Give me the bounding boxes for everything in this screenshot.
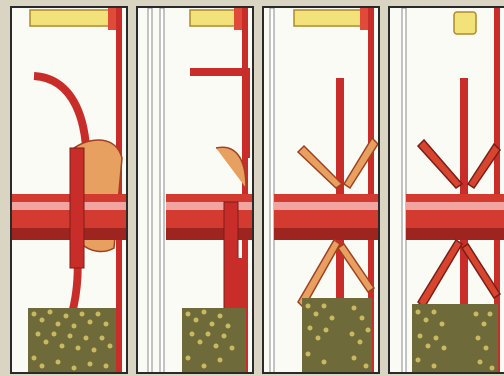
guide-line bbox=[270, 8, 274, 374]
soil bbox=[28, 308, 116, 374]
rotor-shadow bbox=[274, 228, 380, 240]
panel-3-drawing bbox=[264, 8, 380, 374]
rotor-highlight bbox=[274, 202, 380, 210]
l-blade-side bbox=[216, 147, 246, 188]
l-blade-top bbox=[190, 72, 246, 158]
panel-4-drawing bbox=[390, 8, 504, 374]
rotor-shadow bbox=[406, 228, 504, 240]
guide-line-b bbox=[160, 8, 164, 374]
soil bbox=[182, 308, 246, 374]
rotor-shadow bbox=[166, 228, 254, 240]
rotor-highlight bbox=[166, 202, 254, 210]
guide-line-a bbox=[148, 8, 152, 374]
soil bbox=[302, 298, 372, 374]
panel-star-spikes-rear bbox=[388, 6, 504, 374]
guide-line bbox=[402, 8, 406, 374]
frame-bar-edge bbox=[360, 8, 368, 30]
frame-bar-edge bbox=[234, 8, 242, 30]
hub-flange bbox=[70, 148, 84, 268]
soil bbox=[412, 304, 498, 374]
spike-lower bbox=[298, 240, 340, 308]
panel-curved-tines bbox=[10, 6, 128, 374]
frame-block bbox=[454, 12, 476, 34]
panel-l-shaped-blades bbox=[136, 6, 254, 374]
frame-bar-edge bbox=[108, 8, 116, 30]
panel-1-drawing bbox=[12, 8, 128, 374]
panel-star-spikes bbox=[262, 6, 380, 374]
spike-upper-left bbox=[418, 140, 462, 188]
spike-upper bbox=[298, 146, 342, 188]
frame-bar bbox=[30, 10, 120, 26]
spike-lower-left bbox=[418, 240, 462, 308]
rotor-highlight bbox=[406, 202, 504, 210]
panel-2-drawing bbox=[138, 8, 254, 374]
